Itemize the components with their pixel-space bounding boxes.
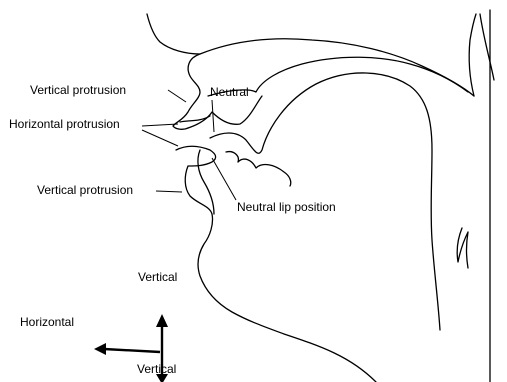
label-vertical-protrusion-upper: Vertical protrusion (30, 83, 126, 97)
label-vertical-chin: Vertical (138, 270, 177, 284)
spine-back (480, 14, 494, 80)
label-horizontal-protrusion: Horizontal protrusion (9, 117, 120, 131)
leader-vertical-protrusion-lower (156, 191, 182, 192)
upper-lip (188, 96, 262, 128)
label-horizontal-axis: Horizontal (20, 315, 74, 329)
label-vertical-axis: Vertical (137, 362, 176, 376)
leader-neutral-lip-position (212, 158, 236, 200)
label-vertical-protrusion-lower: Vertical protrusion (37, 183, 133, 197)
leader-vertical-protrusion-upper (168, 90, 186, 102)
label-neutral-lip-position: Neutral lip position (237, 200, 336, 214)
horizontal-axis-shaft (104, 349, 160, 352)
horizontal-arrow-icon (94, 343, 106, 355)
up-arrow-icon (156, 314, 168, 327)
face-profile-upper (147, 14, 200, 129)
leader-horizontal-protrusion-b (142, 130, 178, 146)
chin-outline (198, 214, 376, 382)
tongue-tip (226, 152, 291, 186)
pharynx-back (469, 14, 476, 96)
leader-neutral (212, 100, 214, 132)
lower-lip (176, 146, 216, 214)
epiglottis (457, 228, 468, 268)
label-neutral: Neutral (210, 85, 249, 99)
lower-lip-inner (198, 150, 214, 214)
